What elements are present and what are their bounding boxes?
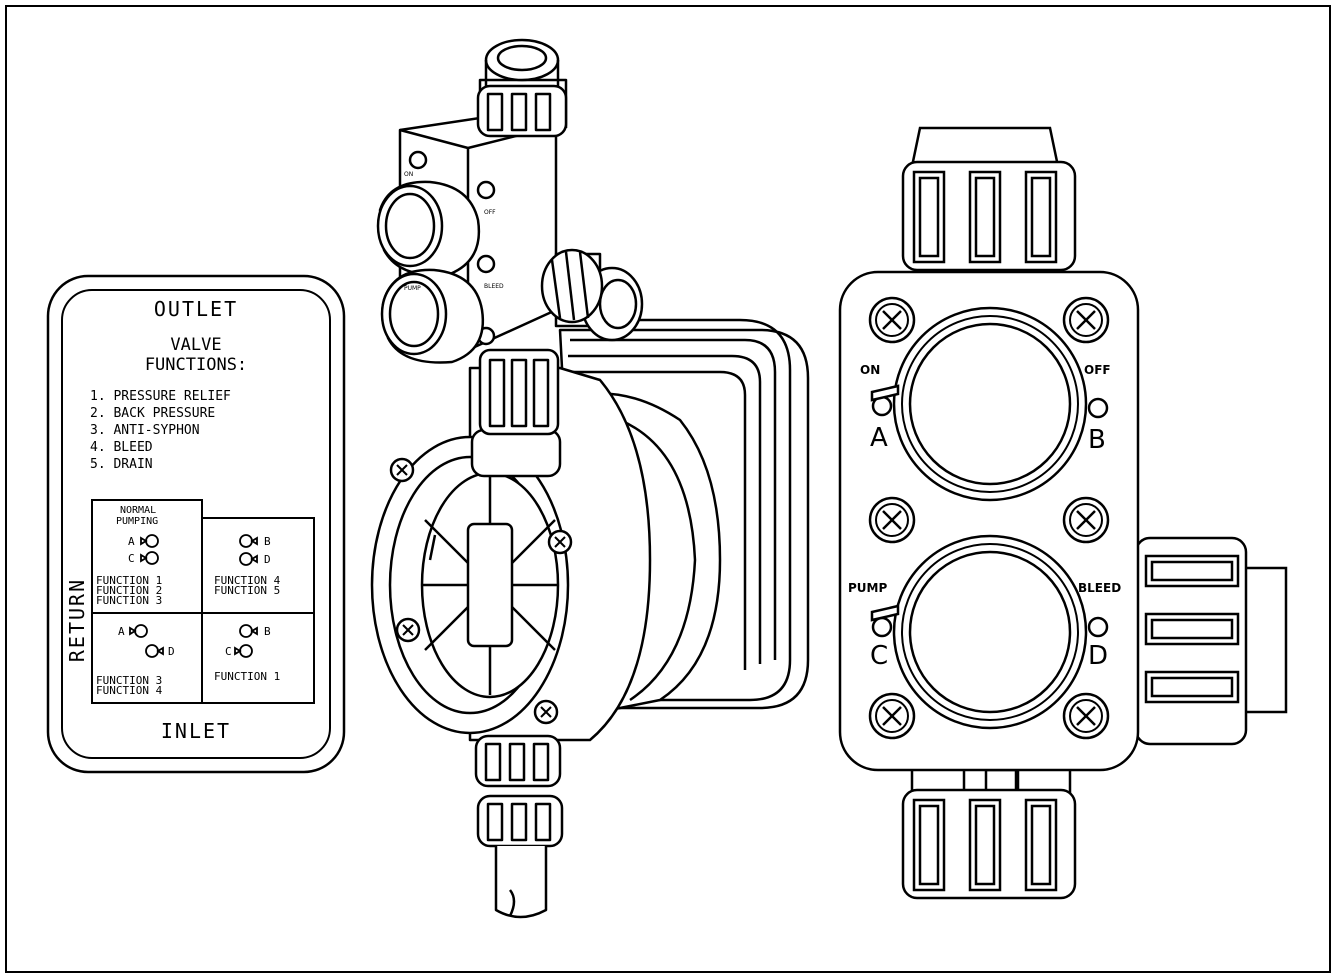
cell-bl-letter-d: D	[168, 645, 175, 658]
cell-tl-letter-c: C	[128, 552, 135, 565]
cell-bl-function-2: FUNCTION 4	[96, 684, 163, 697]
pump-head-label-off: OFF	[484, 209, 496, 216]
cell-bl-function-1: FUNCTION 3	[96, 674, 162, 687]
figure-frame	[5, 5, 1331, 973]
cell-br-valve-b-icon	[239, 624, 258, 638]
metering-pump-drawing	[370, 38, 810, 919]
normal-pumping-line2: PUMPING	[116, 516, 158, 527]
outlet-label: OUTLET	[154, 297, 238, 321]
return-label: RETURN	[65, 578, 89, 662]
cell-br-function-1: FUNCTION 1	[214, 670, 280, 683]
valve-title-line2: FUNCTIONS:	[145, 355, 247, 375]
cell-br-letter-b: B	[264, 625, 271, 638]
valve-front-view	[838, 126, 1288, 900]
function-item-3: 3. ANTI-SYPHON	[90, 423, 200, 438]
cell-br-valve-c-icon	[234, 644, 253, 658]
function-item-1: 1. PRESSURE RELIEF	[90, 389, 231, 404]
valve-label-b: B	[1088, 425, 1106, 455]
normal-pumping-line1: NORMAL	[120, 505, 156, 516]
inlet-label: INLET	[161, 719, 231, 743]
valve-title-line1: VALVE	[170, 335, 221, 355]
cell-tl-function-1: FUNCTION 1	[96, 574, 162, 587]
cell-tl-valve-c-icon	[140, 551, 159, 565]
valve-label-bleed: BLEED	[1078, 581, 1121, 595]
valve-label-on: ON	[860, 363, 880, 377]
valve-label-c: C	[870, 641, 888, 671]
cell-tr-function-2: FUNCTION 5	[214, 584, 280, 597]
cell-tl-valve-a-icon	[140, 534, 159, 548]
cell-tl-letter-a: A	[128, 535, 135, 548]
valve-label-a: A	[870, 423, 888, 453]
function-grid	[91, 499, 315, 704]
pump-head-label-bleed: BLEED	[484, 283, 504, 290]
cell-tl-function-2: FUNCTION 2	[96, 584, 162, 597]
function-item-2: 2. BACK PRESSURE	[90, 406, 215, 421]
cell-tr-function-1: FUNCTION 4	[214, 574, 281, 587]
valve-label-pump: PUMP	[848, 581, 887, 595]
cell-tr-valve-d-icon	[239, 552, 258, 566]
cell-bl-valve-d-icon	[145, 644, 164, 658]
function-item-5: 5. DRAIN	[90, 457, 153, 472]
valve-label-d: D	[1088, 641, 1108, 671]
cell-bl-valve-a-icon	[129, 624, 148, 638]
cell-bl-letter-a: A	[118, 625, 125, 638]
cell-tr-valve-b-icon	[239, 534, 258, 548]
cell-br-letter-c: C	[225, 645, 232, 658]
pump-head-label-on: ON	[404, 171, 413, 178]
pump-head-label-pump: PUMP	[404, 285, 421, 292]
cell-tl-function-3: FUNCTION 3	[96, 594, 162, 607]
valve-label-off: OFF	[1084, 363, 1111, 377]
valve-function-label: OUTLET VALVE FUNCTIONS: 1. PRESSURE RELI…	[46, 274, 346, 774]
cell-tr-letter-b: B	[264, 535, 271, 548]
function-item-4: 4. BLEED	[90, 440, 153, 455]
cell-tr-letter-d: D	[264, 553, 271, 566]
